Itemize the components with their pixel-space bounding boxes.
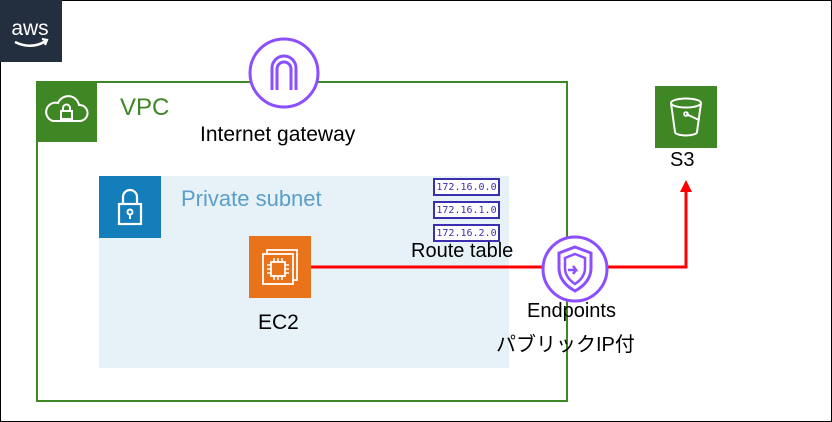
endpoint-shield-icon xyxy=(540,234,610,304)
route-table-entry: 172.16.1.0 xyxy=(433,201,500,219)
padlock-icon xyxy=(99,176,161,238)
ec2-label: EC2 xyxy=(258,311,299,334)
internet-gateway-icon xyxy=(247,36,321,110)
s3-label: S3 xyxy=(670,149,695,171)
internet-gateway-label: Internet gateway xyxy=(200,123,356,146)
private-subnet-label: Private subnet xyxy=(181,186,322,211)
aws-logo: aws xyxy=(0,0,62,62)
aws-logo-text: aws xyxy=(11,17,48,40)
s3-bucket-icon xyxy=(655,86,717,148)
route-table-label: Route table xyxy=(411,240,514,262)
vpc-label: VPC xyxy=(120,94,170,121)
route-table-entry: 172.16.0.0 xyxy=(433,178,500,196)
route-table-entry: 172.16.2.0 xyxy=(433,224,500,242)
vpc-cloud-lock-icon xyxy=(36,81,97,142)
endpoints-label: Endpoints xyxy=(527,300,616,322)
ec2-chip-icon xyxy=(249,236,311,298)
endpoints-sublabel: パブリックIP付 xyxy=(496,334,635,356)
